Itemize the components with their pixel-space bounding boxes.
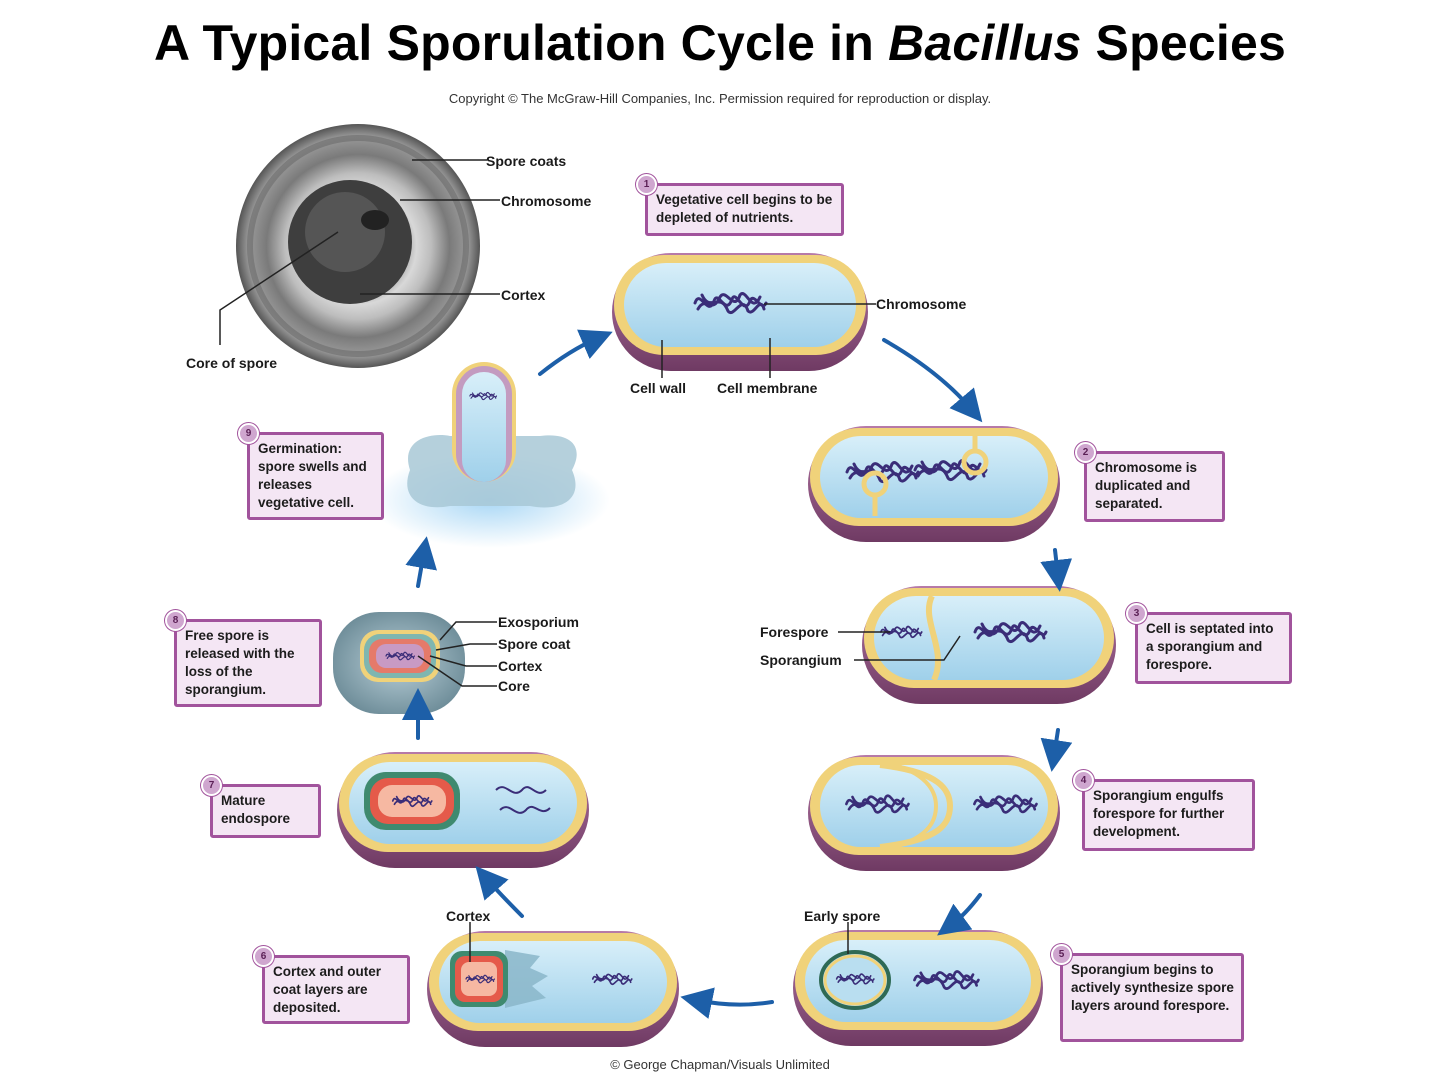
- step-1-badge: 1: [636, 174, 657, 195]
- step-9-box: Germination: spore swells and releases v…: [247, 432, 384, 520]
- step-4-text: Sporangium engulfs forespore for further…: [1093, 788, 1225, 839]
- step-3-text: Cell is septated into a sporangium and f…: [1146, 621, 1274, 672]
- title-genus: Bacillus: [888, 15, 1082, 71]
- stage-7-cell: [337, 752, 589, 868]
- stage-3-cell: [838, 586, 1116, 704]
- label-spore-coats: Spore coats: [486, 153, 566, 169]
- step-6-text: Cortex and outer coat layers are deposit…: [273, 964, 382, 1015]
- step-1-text: Vegetative cell begins to be depleted of…: [656, 192, 833, 225]
- stage-5-cell: [793, 922, 1043, 1046]
- label-cell-wall: Cell wall: [630, 380, 686, 396]
- label-spore-cortex: Cortex: [498, 658, 543, 674]
- page-title: A Typical Sporulation Cycle in Bacillus …: [0, 14, 1440, 72]
- step-1-box: Vegetative cell begins to be depleted of…: [645, 183, 844, 236]
- label-sporangium: Sporangium: [760, 652, 842, 668]
- step-2-text: Chromosome is duplicated and separated.: [1095, 460, 1198, 511]
- step-7-text: Mature endospore: [221, 793, 291, 826]
- title-prefix: A Typical Sporulation Cycle in: [154, 15, 889, 71]
- step-9-text: Germination: spore swells and releases v…: [258, 441, 367, 510]
- step-2-badge: 2: [1075, 442, 1096, 463]
- step-7-box: Mature endospore: [210, 784, 321, 838]
- label-early-spore: Early spore: [804, 908, 880, 924]
- stage-4-cell: [808, 755, 1060, 871]
- cycle-arrows: [402, 329, 1073, 1019]
- label-forespore: Forespore: [760, 624, 829, 640]
- step-5-text: Sporangium begins to actively synthesize…: [1071, 962, 1234, 1013]
- step-8-text: Free spore is released with the loss of …: [185, 628, 295, 697]
- step-6-badge: 6: [253, 946, 274, 967]
- step-8-box: Free spore is released with the loss of …: [174, 619, 322, 707]
- stage-8-free-spore: [333, 612, 497, 714]
- spore-micrograph: [219, 124, 500, 368]
- copyright-notice: Copyright © The McGraw-Hill Companies, I…: [448, 91, 992, 106]
- step-4-box: Sporangium engulfs forespore for further…: [1082, 779, 1255, 851]
- step-3-box: Cell is septated into a sporangium and f…: [1135, 612, 1292, 684]
- label-micrograph-cortex: Cortex: [501, 287, 546, 303]
- label-core-of-spore: Core of spore: [186, 355, 277, 371]
- label-exosporium: Exosporium: [498, 614, 579, 630]
- step-4-badge: 4: [1073, 770, 1094, 791]
- label-spore-core: Core: [498, 678, 530, 694]
- step-5-box: Sporangium begins to actively synthesize…: [1060, 953, 1244, 1042]
- label-chromosome: Chromosome: [876, 296, 966, 312]
- stage-1-cell: [612, 253, 876, 378]
- step-2-box: Chromosome is duplicated and separated.: [1084, 451, 1225, 522]
- step-5-badge: 5: [1051, 944, 1072, 965]
- step-8-badge: 8: [165, 610, 186, 631]
- label-cortex-stage6: Cortex: [446, 908, 491, 924]
- step-9-badge: 9: [238, 423, 259, 444]
- label-cell-membrane: Cell membrane: [717, 380, 818, 396]
- stage-9-germination: [370, 362, 610, 548]
- step-6-box: Cortex and outer coat layers are deposit…: [262, 955, 410, 1024]
- stage-6-cell: [427, 922, 679, 1047]
- step-3-badge: 3: [1126, 603, 1147, 624]
- title-suffix: Species: [1081, 15, 1286, 71]
- label-micrograph-chromosome: Chromosome: [501, 193, 591, 209]
- stage-2-cell: [808, 426, 1060, 542]
- step-7-badge: 7: [201, 775, 222, 796]
- image-credit: © George Chapman/Visuals Unlimited: [610, 1057, 830, 1072]
- label-spore-coat: Spore coat: [498, 636, 571, 652]
